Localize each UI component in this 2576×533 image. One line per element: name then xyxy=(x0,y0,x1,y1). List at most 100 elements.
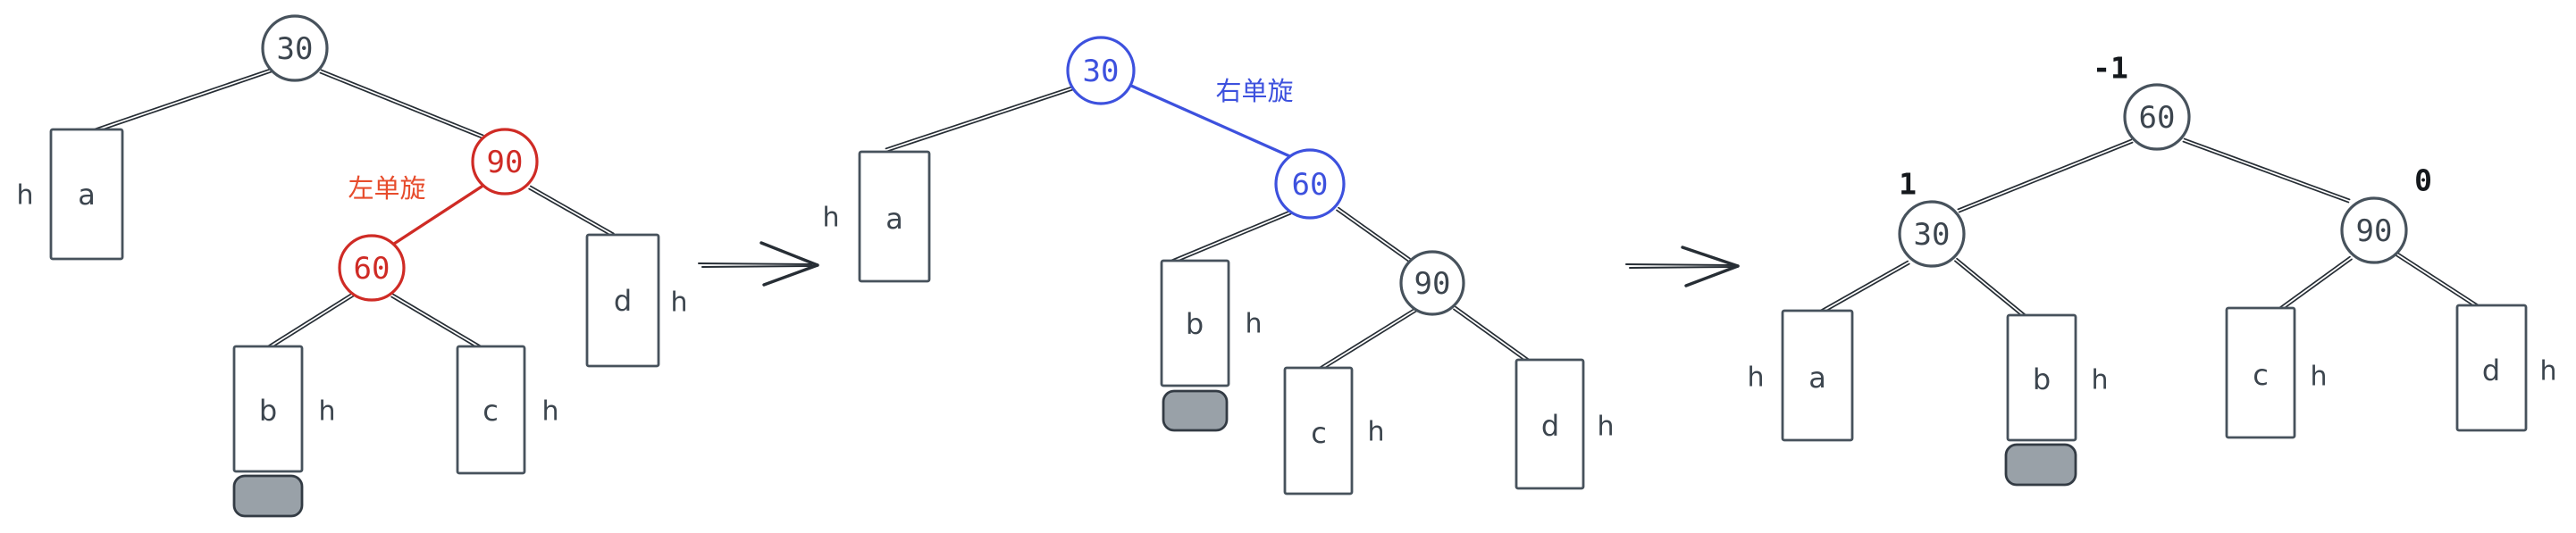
node-value-30: 30 xyxy=(277,31,314,67)
height-label: h xyxy=(1747,362,1764,394)
arrow-step-1 xyxy=(759,241,819,267)
arrow-step-2 xyxy=(1625,263,1733,266)
node-value-90: 90 xyxy=(1414,266,1451,302)
tree-node-30 xyxy=(1066,36,1136,105)
balance-factor-90: 0 xyxy=(2414,163,2432,198)
edge xyxy=(1954,260,2026,320)
node-value-60: 60 xyxy=(354,251,390,287)
balance-factor-30: 1 xyxy=(1899,167,1917,202)
tree-node-30 xyxy=(261,14,329,82)
height-label: h xyxy=(1367,417,1384,448)
subtree-box-c xyxy=(1283,366,1354,496)
edge-highlight xyxy=(1129,84,1296,160)
edge xyxy=(885,84,1078,150)
height-label: h xyxy=(1245,309,1262,340)
subtree-box-b xyxy=(2006,313,2077,442)
tree-node-90 xyxy=(2340,196,2408,264)
edge xyxy=(390,296,480,350)
edge xyxy=(95,71,273,133)
tree-node-90 xyxy=(1399,250,1465,316)
subtree-box-c xyxy=(456,345,526,475)
edge xyxy=(529,185,615,235)
arrow-step-2 xyxy=(1681,246,1740,268)
edge xyxy=(1958,141,2134,213)
edge xyxy=(1819,262,1910,315)
edge xyxy=(2182,140,2350,204)
edge xyxy=(2396,254,2479,310)
arrow-step-2 xyxy=(1684,264,1740,287)
edge xyxy=(1319,306,1417,369)
edge xyxy=(267,292,353,347)
rotation-label-left: 左单旋 xyxy=(348,173,425,204)
null-marker xyxy=(2004,443,2077,487)
node-value-90: 90 xyxy=(2356,213,2393,249)
subtree-box-b xyxy=(1160,259,1230,387)
edge xyxy=(269,295,355,350)
edge xyxy=(1171,212,1292,264)
edge xyxy=(1336,209,1409,262)
node-value-30: 30 xyxy=(1083,54,1120,89)
arrow-step-1 xyxy=(701,265,815,268)
subtree-box-a xyxy=(1781,309,1854,442)
height-label: h xyxy=(1597,412,1614,443)
subtree-label-c: c xyxy=(2253,358,2269,392)
subtree-box-c xyxy=(2225,306,2296,439)
edge xyxy=(2183,137,2351,201)
edge xyxy=(528,187,614,237)
edge xyxy=(1338,206,1411,260)
subtree-box-d xyxy=(1515,358,1585,490)
tree-node-60 xyxy=(1274,148,1346,220)
arrow-step-1 xyxy=(698,262,813,265)
subtree-box-a xyxy=(858,150,931,283)
height-label: h xyxy=(318,396,335,428)
height-label: h xyxy=(541,396,558,428)
subtree-label-d: d xyxy=(614,284,632,318)
edge-highlight xyxy=(392,185,483,246)
edge xyxy=(1956,257,2027,317)
edge xyxy=(1957,138,2133,211)
subtree-box-b xyxy=(232,345,304,473)
rotation-label-right: 右单旋 xyxy=(1215,76,1293,106)
edge xyxy=(1321,309,1419,371)
tree-node-90 xyxy=(471,128,539,196)
subtree-box-d xyxy=(2455,304,2528,432)
node-value-90: 90 xyxy=(487,145,524,180)
edge xyxy=(2278,255,2351,310)
tree-node-30 xyxy=(1898,200,1966,268)
subtree-label-b: b xyxy=(259,394,277,428)
edge xyxy=(1453,308,1528,363)
edge xyxy=(392,293,482,347)
null-marker xyxy=(232,474,304,518)
edge xyxy=(319,71,483,139)
node-value-60: 60 xyxy=(2139,100,2176,136)
height-label: h xyxy=(822,203,839,234)
edge xyxy=(1171,210,1291,262)
subtree-label-a: a xyxy=(1808,361,1826,395)
balance-factor-60: -1 xyxy=(2093,51,2128,86)
null-marker xyxy=(1162,389,1229,432)
subtree-label-d: d xyxy=(2482,354,2500,387)
height-label: h xyxy=(670,287,687,319)
edge xyxy=(1818,260,1909,312)
subtree-label-c: c xyxy=(482,394,499,428)
edge xyxy=(320,69,484,137)
subtree-label-c: c xyxy=(1311,416,1327,450)
tree-node-60 xyxy=(338,234,406,302)
edge xyxy=(1455,305,1530,361)
subtree-label-b: b xyxy=(2033,362,2051,396)
edge xyxy=(2279,258,2353,312)
subtree-box-a xyxy=(49,128,124,261)
edge xyxy=(885,87,1079,153)
subtree-label-a: a xyxy=(78,178,96,212)
tree-node-60 xyxy=(2123,83,2191,151)
subtree-box-d xyxy=(585,233,660,368)
subtree-label-d: d xyxy=(1541,409,1559,443)
height-label: h xyxy=(2310,362,2327,393)
edge xyxy=(94,68,272,130)
node-value-60: 60 xyxy=(1292,167,1329,203)
node-value-30: 30 xyxy=(1914,217,1951,253)
subtree-label-b: b xyxy=(1186,307,1204,341)
height-label: h xyxy=(2539,356,2556,387)
